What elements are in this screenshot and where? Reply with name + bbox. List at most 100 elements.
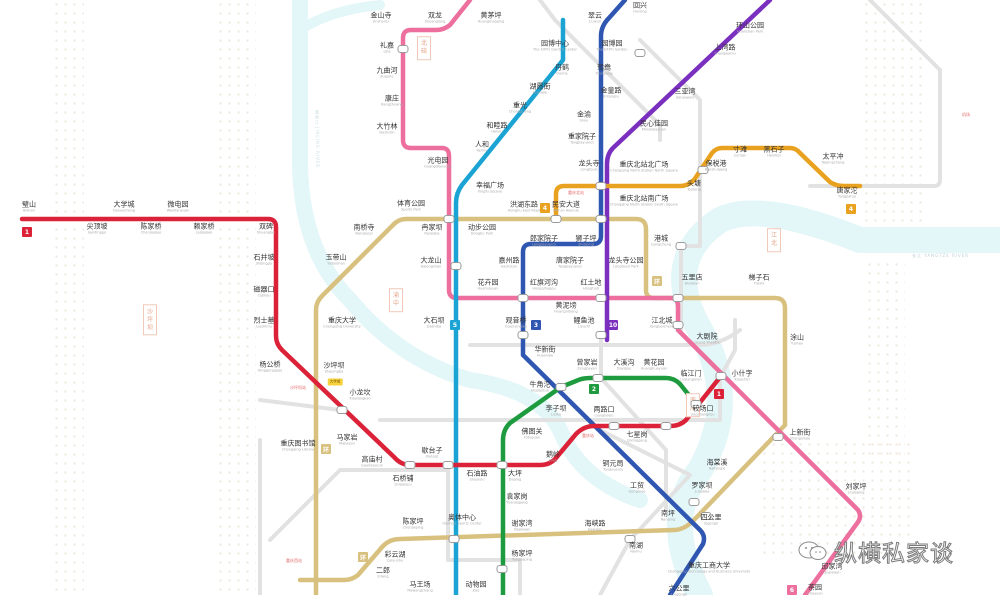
transfer-station-marker[interactable]	[697, 166, 709, 174]
transfer-station-marker[interactable]	[672, 321, 684, 329]
line-1-badge-west[interactable]: 1	[22, 227, 32, 237]
transfer-station-marker[interactable]	[690, 400, 702, 408]
line-2-badge[interactable]: 2	[589, 384, 599, 394]
transfer-station-marker[interactable]	[450, 262, 462, 270]
transfer-station-marker[interactable]	[443, 215, 455, 223]
transfer-station-marker[interactable]	[688, 498, 700, 506]
transfer-station-marker[interactable]	[660, 422, 672, 430]
line-5-badge[interactable]: 5	[450, 320, 460, 330]
transfer-station-marker[interactable]	[595, 182, 607, 190]
transfer-station-marker[interactable]	[517, 331, 529, 339]
line-1-badge-east[interactable]: 1	[714, 389, 724, 399]
transfer-station-marker[interactable]	[624, 535, 636, 543]
transfer-station-marker[interactable]	[555, 383, 567, 391]
transfer-station-marker[interactable]	[496, 565, 508, 573]
transfer-station-marker[interactable]	[715, 372, 727, 380]
loop-line-badge-3[interactable]: 环	[358, 552, 368, 562]
line-10-badge[interactable]: 10	[608, 320, 618, 330]
transfer-station-marker[interactable]	[608, 422, 620, 430]
transfer-station-marker[interactable]	[517, 294, 529, 302]
transfer-station-marker[interactable]	[634, 49, 646, 57]
transfer-station-marker[interactable]	[700, 512, 712, 520]
line-3-badge[interactable]: 3	[531, 320, 541, 330]
transfer-station-marker[interactable]	[448, 535, 460, 543]
